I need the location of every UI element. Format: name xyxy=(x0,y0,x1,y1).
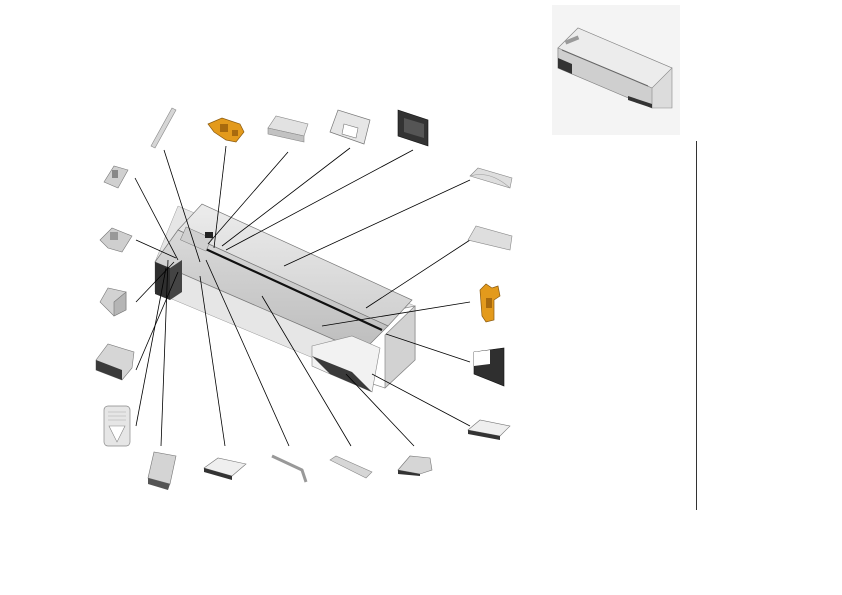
clip-part-icon xyxy=(103,165,129,189)
orange-bracket-part-icon xyxy=(207,117,245,143)
l-panel-part-icon xyxy=(473,347,505,387)
orange-bracket-right-part-icon xyxy=(479,283,501,323)
tray-part-icon xyxy=(203,457,247,480)
right-tray-part-icon xyxy=(467,419,511,440)
dark-cover-part-icon xyxy=(95,343,135,381)
arrow-label-part-icon xyxy=(103,405,131,447)
main-housing-assembly xyxy=(154,203,416,393)
right-lid-top-part-icon xyxy=(469,167,513,189)
wedge-part-icon xyxy=(397,455,433,476)
block-part-icon xyxy=(99,287,127,317)
leader-lines xyxy=(134,145,471,447)
cover-plate-part-icon xyxy=(267,115,309,143)
overview-thumbnail xyxy=(557,27,673,109)
rod-part-icon xyxy=(150,107,177,149)
hex-key-part-icon xyxy=(271,454,308,483)
vertical-divider xyxy=(696,141,697,510)
dark-panel-part-icon xyxy=(397,109,429,147)
guide-frame-part-icon xyxy=(329,109,371,145)
latch-part-icon xyxy=(99,227,133,253)
right-lid-part-icon xyxy=(467,225,513,251)
strip-part-icon xyxy=(329,455,373,479)
foot-part-icon xyxy=(147,451,177,490)
